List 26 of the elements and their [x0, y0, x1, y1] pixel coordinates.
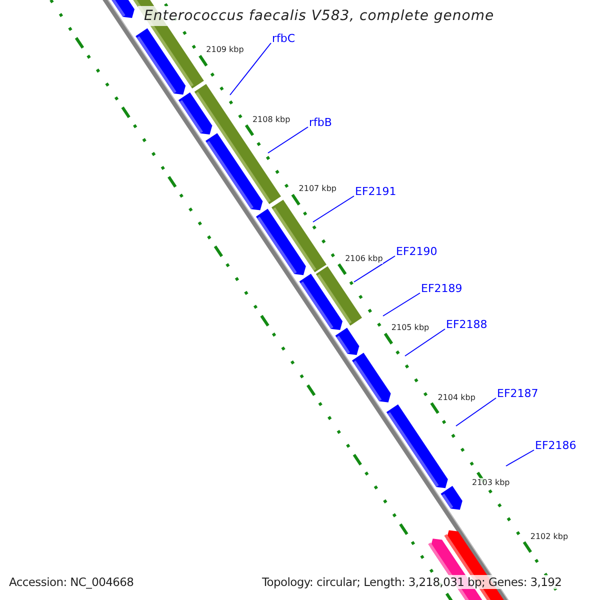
gene-label: EF2188 — [446, 318, 488, 331]
leader-line — [382, 292, 420, 316]
gene-label: EF2189 — [421, 282, 462, 295]
tick-label: 2105 kbp — [391, 323, 430, 334]
tick-label: 2107 kbp — [298, 184, 336, 194]
leader-line — [354, 256, 396, 282]
gene-label: EF2186 — [535, 439, 576, 452]
genome-stats-text: Topology: circular; Length: 3,218,031 bp; Genes: 3,192 — [262, 575, 562, 589]
tick-label: 2109 kbp — [206, 45, 244, 56]
leader-line — [456, 398, 496, 426]
leader-line — [404, 328, 446, 356]
tick-label: 2102 kbp — [530, 532, 568, 542]
tick-label: 2108 kbp — [252, 114, 290, 125]
tick-label: 2103 kbp — [472, 478, 510, 488]
gene-label: EF2187 — [497, 387, 538, 400]
leader-line — [230, 42, 272, 96]
gene-label: rfbC — [272, 32, 296, 45]
gene-label: rfbB — [309, 116, 332, 129]
leader-line — [268, 126, 308, 154]
leader-line — [312, 196, 354, 222]
accession-text: Accession: NC_004668 — [9, 575, 134, 589]
gene-label: EF2191 — [355, 185, 396, 198]
tick-label: 2104 kbp — [438, 392, 476, 403]
gene-label: EF2190 — [396, 245, 438, 258]
tick-label: 2106 kbp — [345, 254, 383, 264]
leader-line — [506, 450, 534, 466]
